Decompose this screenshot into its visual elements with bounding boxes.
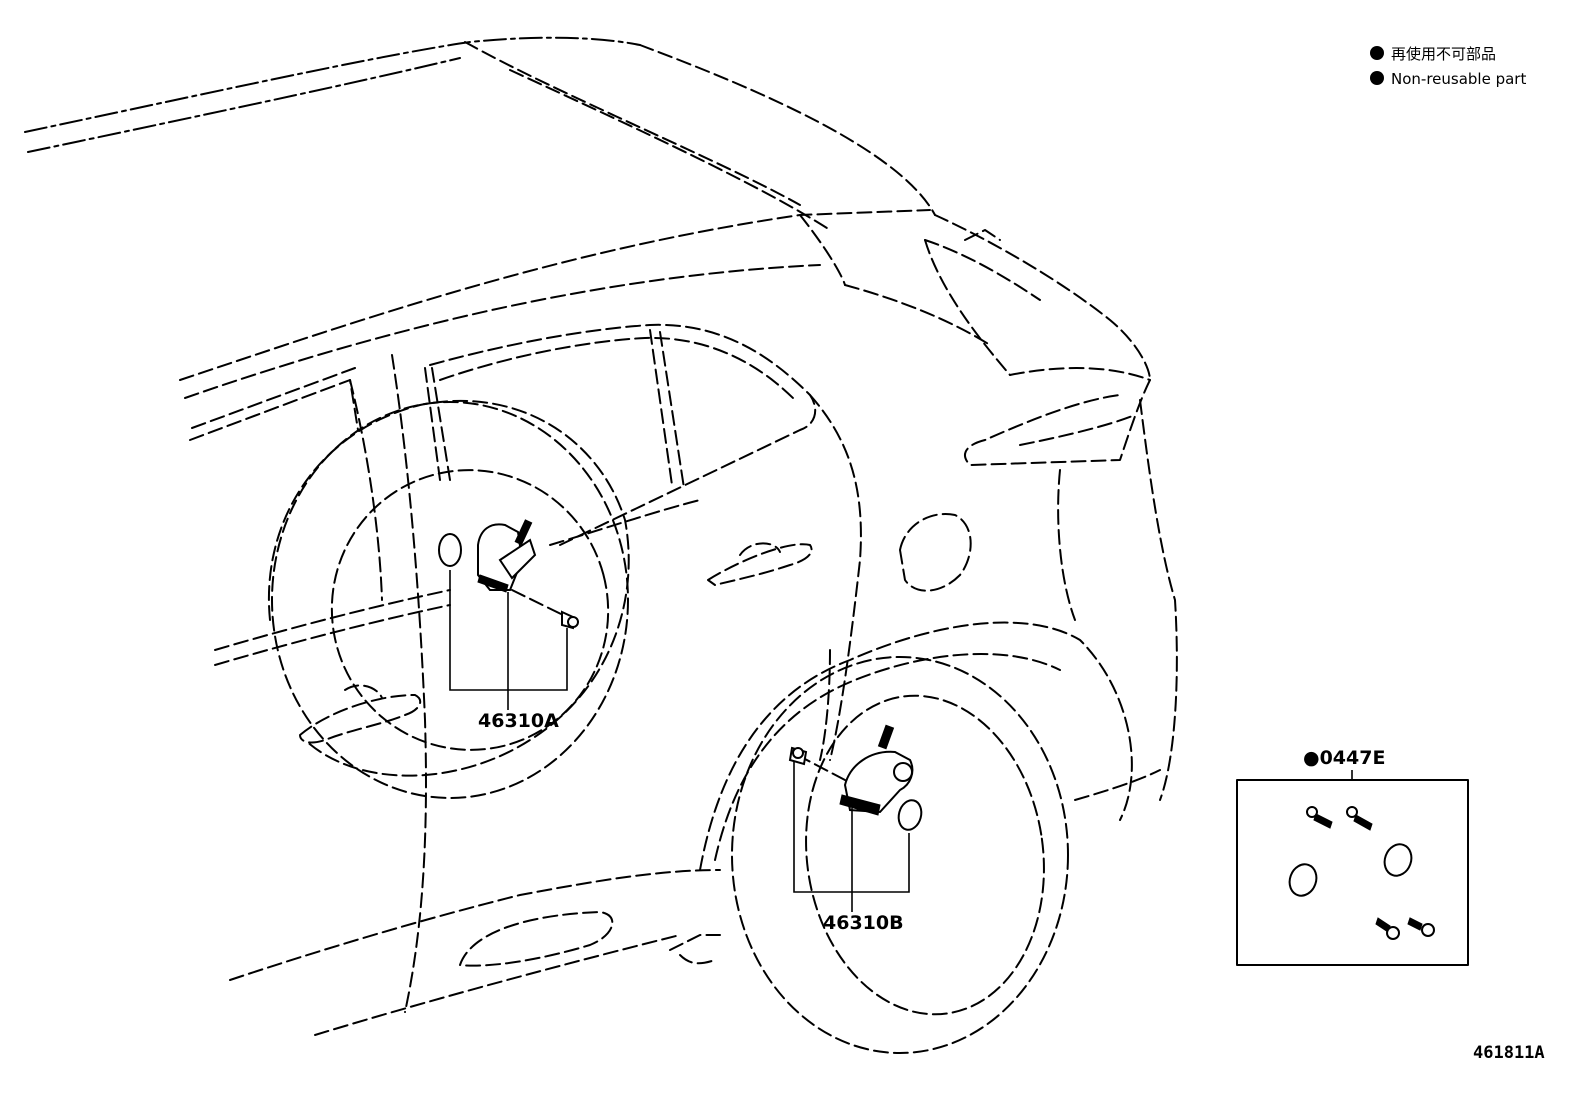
o-ring-icon: [438, 533, 462, 567]
callout-46310a: 46310A: [478, 710, 559, 732]
legend: 再使用不可部品 Non-reusable part: [1370, 45, 1526, 88]
rear-rim: [805, 694, 1045, 1016]
kit-0447e: ●0447E: [1236, 747, 1469, 966]
o-ring-icon: [1288, 863, 1318, 897]
o-ring-icon: [897, 799, 923, 831]
bolt-icon: [1306, 806, 1333, 829]
legend-bullet-icon: [1370, 46, 1384, 60]
legend-bullet-icon: [1370, 71, 1384, 85]
screw-icon: [1407, 917, 1435, 937]
wheels: [271, 401, 1069, 1054]
screw-icon: [1375, 917, 1400, 940]
vehicle-outline: [24, 36, 1178, 1036]
bolt-icon: [1346, 806, 1373, 831]
height-sensor-a: 46310A: [438, 519, 579, 732]
rear-tire: [731, 656, 1069, 1054]
o-ring-icon: [1383, 843, 1413, 877]
front-tire: [271, 401, 629, 799]
front-rim: [330, 469, 610, 751]
callout-0447e: ●0447E: [1303, 747, 1385, 769]
height-sensor-b: 46310B: [788, 724, 923, 934]
legend-line-english: Non-reusable part: [1391, 70, 1526, 88]
kit-box: [1236, 779, 1469, 966]
illustration-code: 461811A: [1473, 1043, 1545, 1063]
legend-line-japanese: 再使用不可部品: [1391, 45, 1496, 63]
callout-46310b: 46310B: [823, 912, 904, 934]
